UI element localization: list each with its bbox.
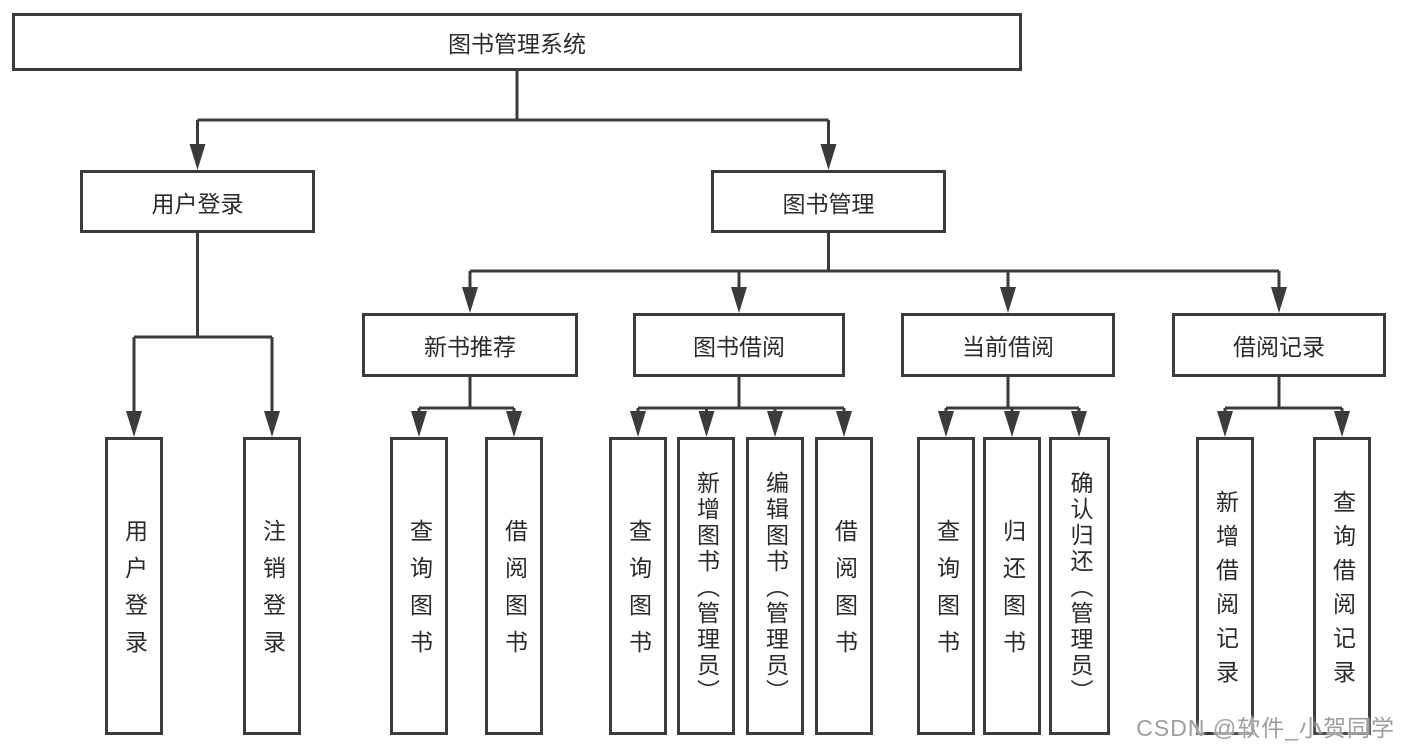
node-book-borrowing: 图书借阅 (633, 313, 845, 377)
node-label: 查询图书 (406, 519, 433, 667)
node-label: 编辑图书（管理员） (762, 470, 789, 705)
node-leaf-return-books: 归还图书 (983, 437, 1041, 735)
node-leaf-confirm-return-admin: 确认归还（管理员） (1049, 437, 1110, 735)
node-label: 查询借阅记录 (1329, 489, 1356, 694)
node-label: 图书管理系统 (448, 31, 586, 57)
node-label: 注销登录 (259, 519, 286, 667)
node-leaf-add-borrow-record: 新增借阅记录 (1196, 437, 1254, 735)
node-label: 借阅图书 (831, 519, 858, 667)
arrowheads (126, 144, 1350, 437)
node-label: 借阅记录 (1233, 334, 1325, 360)
connector-segments (132, 71, 1344, 420)
node-current-borrowing: 当前借阅 (901, 313, 1115, 377)
node-label: 新增借阅记录 (1212, 489, 1239, 694)
node-label: 归还图书 (999, 519, 1026, 667)
node-leaf-borrow-books-recommend: 借阅图书 (485, 437, 543, 735)
node-label: 图书借阅 (693, 334, 785, 360)
node-leaf-add-books-admin: 新增图书（管理员） (677, 437, 735, 735)
node-label: 借阅图书 (501, 519, 528, 667)
node-label: 图书管理 (782, 190, 875, 217)
node-label: 查询图书 (933, 519, 960, 667)
node-leaf-edit-books-admin: 编辑图书（管理员） (746, 437, 804, 735)
node-label: 用户登录 (121, 519, 148, 667)
node-leaf-query-books-borrowing: 查询图书 (609, 437, 667, 735)
node-label: 用户登录 (151, 190, 244, 217)
node-leaf-borrow-books: 借阅图书 (815, 437, 873, 735)
node-new-book-recommendation: 新书推荐 (362, 313, 578, 377)
node-library-management-system: 图书管理系统 (12, 13, 1022, 71)
node-label: 当前借阅 (962, 334, 1054, 360)
node-leaf-query-borrow-record: 查询借阅记录 (1313, 437, 1371, 735)
node-borrowing-records: 借阅记录 (1172, 313, 1386, 377)
node-label: 新增图书（管理员） (693, 470, 720, 705)
node-user-login: 用户登录 (80, 170, 315, 233)
node-label: 查询图书 (625, 519, 652, 667)
node-book-management: 图书管理 (711, 170, 946, 233)
node-leaf-user-login: 用户登录 (105, 437, 163, 735)
node-leaf-query-books-current: 查询图书 (917, 437, 975, 735)
csdn-watermark: CSDN @软件_小贺同学 (1136, 715, 1395, 741)
node-leaf-logout: 注销登录 (243, 437, 301, 735)
node-leaf-query-books-recommend: 查询图书 (390, 437, 448, 735)
node-label: 确认归还（管理员） (1067, 470, 1093, 705)
node-label: 新书推荐 (424, 334, 516, 360)
